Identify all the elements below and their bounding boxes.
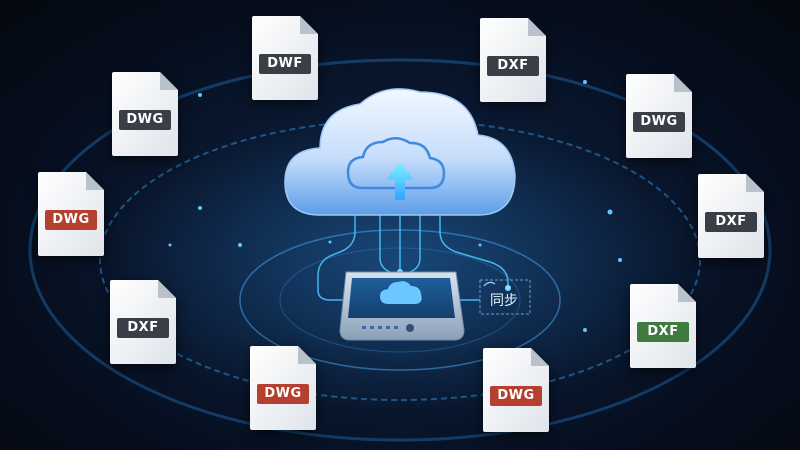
file-format-badge: DXF xyxy=(637,322,689,342)
file-dwg-icon: DWG xyxy=(36,170,106,258)
file-format-badge: DWF xyxy=(259,54,311,74)
file-dwg-icon: DWG xyxy=(624,72,694,160)
cloud-outline-icon xyxy=(346,137,446,190)
file-format-badge: DWG xyxy=(45,210,97,230)
file-dxf-icon: DXF xyxy=(628,282,698,370)
file-dxf-icon: DXF xyxy=(478,16,548,104)
sync-label: 同步 xyxy=(490,293,518,309)
file-dxf-icon: DXF xyxy=(108,278,178,366)
file-format-badge: DWG xyxy=(633,112,685,132)
file-dwg-icon: DWG xyxy=(481,346,551,434)
file-format-badge: DWG xyxy=(119,110,171,130)
file-format-badge: DXF xyxy=(117,318,169,338)
file-format-badge: DWG xyxy=(257,384,309,404)
file-dwf-icon: DWF xyxy=(250,14,320,102)
file-dwg-icon: DWG xyxy=(110,70,180,158)
file-format-badge: DWG xyxy=(490,386,542,406)
file-format-badge: DXF xyxy=(705,212,757,232)
file-dwg-icon: DWG xyxy=(248,344,318,432)
glow-particles xyxy=(168,80,622,332)
connection-lines xyxy=(317,195,509,301)
file-format-badge: DXF xyxy=(487,56,539,76)
file-dxf-icon: DXF xyxy=(696,172,766,260)
outer-ring xyxy=(28,58,772,442)
